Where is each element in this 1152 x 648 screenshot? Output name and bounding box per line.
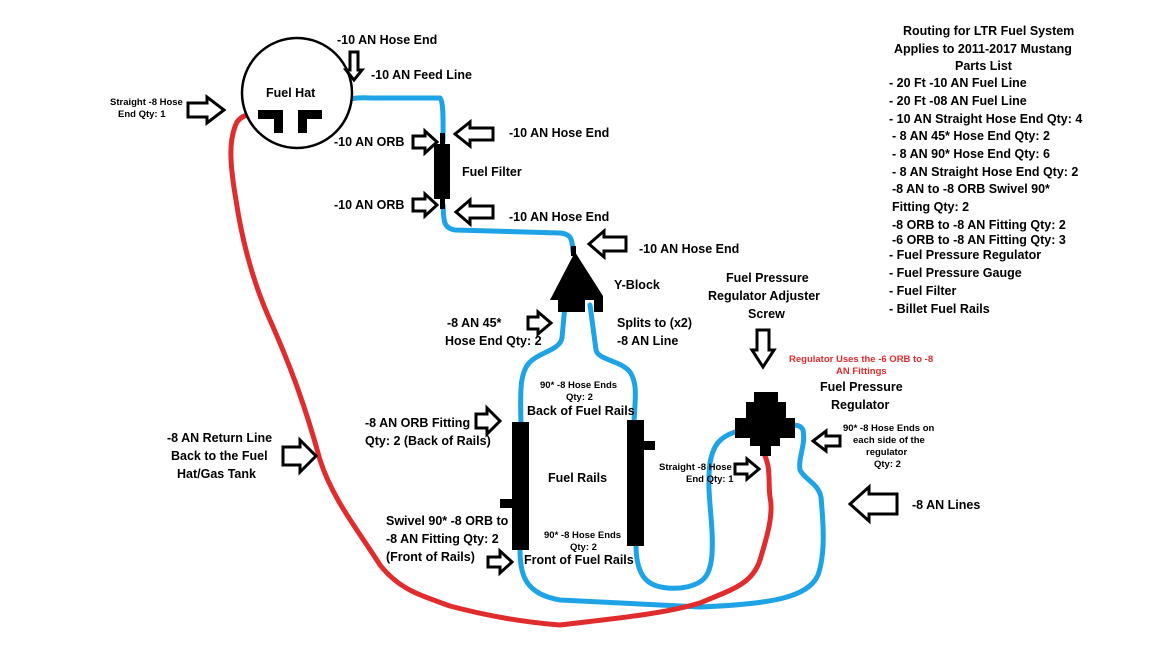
label-swivel-3: (Front of Rails) [386,550,475,564]
label-swivel-1: Swivel 90* -8 ORB to [386,514,509,528]
label-y-block: Y-Block [614,278,660,292]
label-front-of-rails: Front of Fuel Rails [524,553,634,567]
fuel-hat-label: Fuel Hat [266,86,316,100]
arrow-left-regulator-hose-ends [810,427,842,455]
label-orb-top: -10 AN ORB [334,135,404,149]
parts-item: - Billet Fuel Rails [889,302,990,316]
y-block-body [550,252,603,312]
arrow-right-return-line [281,436,319,476]
label-orb-fitting-2: Qty: 2 (Back of Rails) [365,434,491,448]
parts-item: Fitting Qty: 2 [892,200,969,214]
fuel-rail-left-mount [500,499,513,508]
label-90-back-1: 90* -8 Hose Ends [540,380,617,391]
label-return-line-1: -8 AN Return Line [167,431,272,445]
arrow-left-yblock-hose-end [586,227,628,261]
parts-item: -6 ORB to -8 AN Fitting Qty: 3 [892,233,1066,247]
label-orb-bottom: -10 AN ORB [334,198,404,212]
arrow-right-straight-hose-regulator [733,455,762,483]
y-block-inlet [571,246,576,256]
label-straight-hose-1: Straight -8 Hose [110,97,183,108]
label-90-back-2: Qty: 2 [566,392,593,403]
label-45-hose-end-1: -8 AN 45* [447,316,502,330]
label-fuel-filter: Fuel Filter [462,165,522,179]
fuel-filter-inlet [440,133,445,146]
parts-title-1: Routing for LTR Fuel System [903,24,1074,38]
arrow-right-swivel [486,547,515,577]
label-90-reg-2: each side of the [853,435,925,446]
arrow-down-regulator-screw [749,328,777,370]
parts-title-3: Parts List [955,59,1013,73]
parts-item: - 20 Ft -10 AN Fuel Line [889,76,1027,90]
label-return-line-2: Back to the Fuel [171,449,268,463]
label-90-front-2: Qty: 2 [570,542,597,553]
parts-item: - Fuel Filter [889,284,957,298]
label-hose-end-filter-bottom: -10 AN Hose End [509,210,609,224]
parts-item: - Fuel Pressure Regulator [889,248,1041,262]
label-regulator-note-1: Regulator Uses the -6 ORB to -8 [789,354,933,365]
label-fpr-2: Regulator [831,398,889,412]
fuel-filter-outlet [440,197,445,209]
label-splits-to-1: Splits to (x2) [617,316,692,330]
label-fpr-1: Fuel Pressure [820,380,903,394]
label-splits-to-2: -8 AN Line [617,334,678,348]
fuel-filter-body [434,144,450,199]
label-90-reg-4: Qty: 2 [874,459,901,470]
label-feed-line: -10 AN Feed Line [371,68,472,82]
parts-item: -8 ORB to -8 AN Fitting Qty: 2 [892,218,1066,232]
arrow-right-orb-bottom [411,190,440,220]
label-hose-end-filter-top: -10 AN Hose End [509,126,609,140]
label-fpr-adjuster-2: Regulator Adjuster [708,289,820,303]
parts-item: - 8 AN 45* Hose End Qty: 2 [892,129,1050,143]
label-back-of-rails: Back of Fuel Rails [527,404,635,418]
arrow-right-orb-fitting [474,404,503,438]
label-fpr-adjuster-1: Fuel Pressure [726,271,809,285]
arrow-right-straight-hose [186,93,227,127]
label-fpr-adjuster-3: Screw [748,307,785,321]
label-straight-reg-2: End Qty: 1 [686,474,734,485]
arrow-right-45-hose-end [526,308,554,338]
label-swivel-2: -8 AN Fitting Qty: 2 [386,532,499,546]
parts-list: Routing for LTR Fuel System Applies to 2… [889,24,1082,316]
parts-item: - 10 AN Straight Hose End Qty: 4 [889,112,1082,126]
arrow-left-filter-bottom [453,196,495,228]
label-45-hose-end-2: Hose End Qty: 2 [445,334,542,348]
line-filter-to-yblock [440,202,576,255]
arrow-left-an-lines [847,483,899,525]
line-left-rail-front-to-regulator [517,422,826,610]
parts-item: - 8 AN 90* Hose End Qty: 6 [892,147,1050,161]
label-return-line-3: Hat/Gas Tank [177,467,256,481]
fuel-rail-right-mount [643,441,655,450]
fuel-hat-feed-fitting [298,110,322,133]
arrow-left-filter-top [452,118,495,150]
arrow-right-orb-top [411,127,440,157]
parts-item: - 20 Ft -08 AN Fuel Line [889,94,1027,108]
line-yblock-to-right-rail-back [587,302,638,425]
return-line-regulator-to-hat [228,112,774,628]
fuel-hat-return-fitting [258,110,283,133]
label-straight-reg-1: Straight -8 Hose [659,462,732,473]
label-90-front-1: 90* -8 Hose Ends [544,530,621,541]
fuel-rail-right [627,420,644,546]
parts-item: - 8 AN Straight Hose End Qty: 2 [892,165,1078,179]
label-90-reg-3: regulator [866,447,907,458]
label-90-reg-1: 90* -8 Hose Ends on [843,423,935,434]
fuel-hat-circle [240,36,354,150]
label-hose-end-yblock: -10 AN Hose End [639,242,739,256]
line-yblock-to-left-rail-back [518,302,568,427]
parts-item: - Fuel Pressure Gauge [889,266,1022,280]
arrow-down-hose-end-top [342,50,366,83]
parts-title-2: Applies to 2011-2017 Mustang [894,42,1072,56]
label-orb-fitting-1: -8 AN ORB Fitting [365,416,470,430]
fuel-pressure-regulator-body [735,392,795,456]
label-an-lines: -8 AN Lines [912,498,980,512]
line-right-rail-front-to-regulator [633,429,738,591]
label-hose-end-top: -10 AN Hose End [337,33,437,47]
label-straight-hose-2: End Qty: 1 [118,109,166,120]
parts-item: -8 AN to -8 ORB Swivel 90* [892,182,1050,196]
fuel-rail-left [512,422,529,550]
label-fuel-rails: Fuel Rails [548,471,607,485]
label-regulator-note-2: AN Fittings [836,366,887,377]
